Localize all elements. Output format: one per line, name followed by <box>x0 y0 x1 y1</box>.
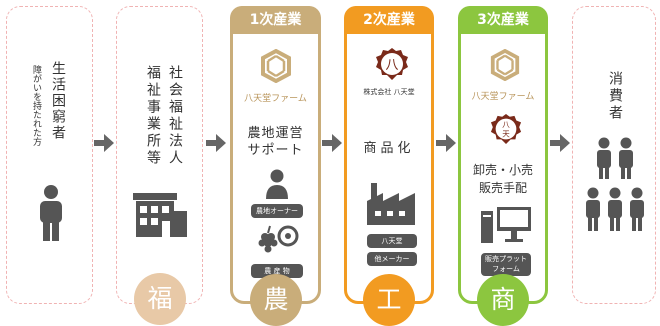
consumer-title: 消費者 <box>607 71 623 122</box>
produce-label: 農 産 物 <box>251 264 303 278</box>
primary-industry-box: 1次産業 八天堂ファーム 農地運営 サポート 農地オーナー 農 産 物 農 <box>230 6 321 326</box>
arrow-right-icon <box>322 134 342 152</box>
produce-icon <box>258 225 299 253</box>
kou-circle: 工 <box>363 274 415 326</box>
arrow-right-icon <box>436 134 456 152</box>
other-maker-label: 他メーカー <box>367 252 417 266</box>
fuku-circle: 福 <box>134 273 186 325</box>
hattendo-logo-icon: 八 <box>376 48 408 80</box>
farm-logo-icon <box>490 49 520 81</box>
primary-industry-header: 1次産業 <box>230 6 321 34</box>
person-icon <box>40 185 62 241</box>
farm-brand-name: 八天堂ファーム <box>471 92 535 102</box>
secondary-industry-box: 2次産業 八 株式会社 八天堂 商品化 八天堂 他メーカー 工 <box>344 6 434 326</box>
hattendo-label: 八天堂 <box>367 234 417 248</box>
people-group-icon <box>586 137 644 231</box>
arrow-right-icon <box>206 134 226 152</box>
farm-owner-label: 農地オーナー <box>251 204 303 218</box>
welfare-line1: 社会福祉法人 <box>167 65 183 167</box>
sales-platform-label: 販売プラット フォーム <box>481 253 531 276</box>
needy-title: 生活困窮者 <box>50 61 66 141</box>
welfare-box: 社会福祉法人 福祉事業所等 福 <box>116 6 203 325</box>
needy-box: 生活困窮者 障がいを持たれた方 <box>6 6 93 304</box>
consumer-box: 消費者 <box>572 6 656 304</box>
farmer-icon <box>266 169 288 199</box>
building-icon <box>133 193 187 237</box>
tertiary-industry-box: 3次産業 八天堂ファーム 八 天 卸売・小売 販売手配 販売プラット フォーム … <box>458 6 548 326</box>
svg-text:八: 八 <box>502 120 510 129</box>
computer-icon <box>481 207 531 243</box>
shou-circle: 商 <box>477 274 529 326</box>
nou-circle: 農 <box>250 274 302 326</box>
secondary-main-text: 商品化 <box>363 141 415 156</box>
tertiary-main-text: 卸売・小売 販売手配 <box>472 163 533 195</box>
hattendo-logo-icon: 八 天 <box>490 113 522 145</box>
svg-text:天: 天 <box>502 130 510 139</box>
needy-subtitle: 障がいを持たれた方 <box>31 65 41 146</box>
svg-text:八: 八 <box>385 58 398 73</box>
primary-main-text: 農地運営 サポート <box>247 126 304 158</box>
tertiary-industry-header: 3次産業 <box>458 6 548 34</box>
company-name: 株式会社 八天堂 <box>363 88 415 96</box>
welfare-line2: 福祉事業所等 <box>145 65 161 167</box>
farm-logo-icon <box>261 49 291 83</box>
arrow-right-icon <box>94 134 114 152</box>
secondary-industry-header: 2次産業 <box>344 6 434 34</box>
arrow-right-icon <box>550 134 570 152</box>
factory-icon <box>367 183 415 225</box>
farm-brand-name: 八天堂ファーム <box>244 94 307 104</box>
